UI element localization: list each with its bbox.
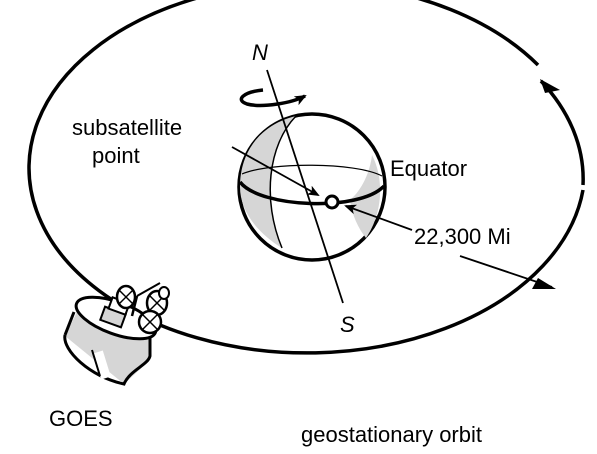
orbit-direction-arrow xyxy=(539,79,585,186)
north-pole-label: N xyxy=(252,40,268,65)
subsatellite-label-line1: subsatellite xyxy=(72,115,182,140)
subsatellite-point-marker xyxy=(324,194,340,210)
rotation-arrow-icon xyxy=(239,88,307,108)
distance-arrow-to-earth xyxy=(344,204,413,231)
distance-arrow-to-orbit xyxy=(459,255,556,289)
orbit-ellipse xyxy=(27,0,585,355)
goes-satellite-icon xyxy=(63,282,170,386)
earth-axis xyxy=(266,69,344,304)
orbit-label: geostationary orbit xyxy=(301,422,482,447)
equator-label: Equator xyxy=(390,156,467,181)
south-pole-label: S xyxy=(340,312,355,337)
satellite-label: GOES xyxy=(49,406,113,431)
subsatellite-pointer-arrow xyxy=(231,146,320,196)
antenna-dish xyxy=(137,309,163,335)
distance-label: 22,300 Mi xyxy=(414,224,511,249)
antenna-dish xyxy=(158,286,170,300)
antenna-dish xyxy=(115,284,137,310)
subsatellite-label-line2: point xyxy=(92,143,140,168)
earth-globe xyxy=(237,112,387,262)
